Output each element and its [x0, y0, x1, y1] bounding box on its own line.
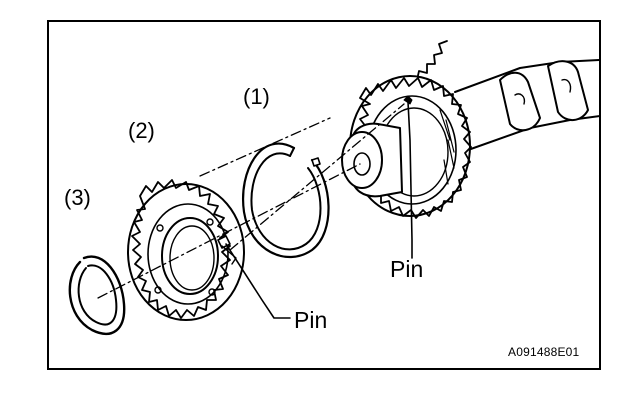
camshaft-pin-label: Pin	[390, 256, 424, 282]
callout-part-3: (3)	[64, 185, 91, 210]
assembly-centerline	[97, 103, 405, 299]
snap-ring-icon	[68, 255, 126, 335]
subgear-pin-label: Pin	[294, 307, 328, 333]
callout-part-1: (1)	[243, 84, 270, 109]
camshaft-gear-icon	[341, 41, 599, 219]
callout-part-2: (2)	[128, 118, 155, 143]
pin-leader-lines	[225, 101, 413, 319]
sub-gear-icon	[127, 179, 245, 321]
wave-washer-icon	[242, 142, 330, 259]
figure-code: A091488E01	[508, 345, 580, 359]
